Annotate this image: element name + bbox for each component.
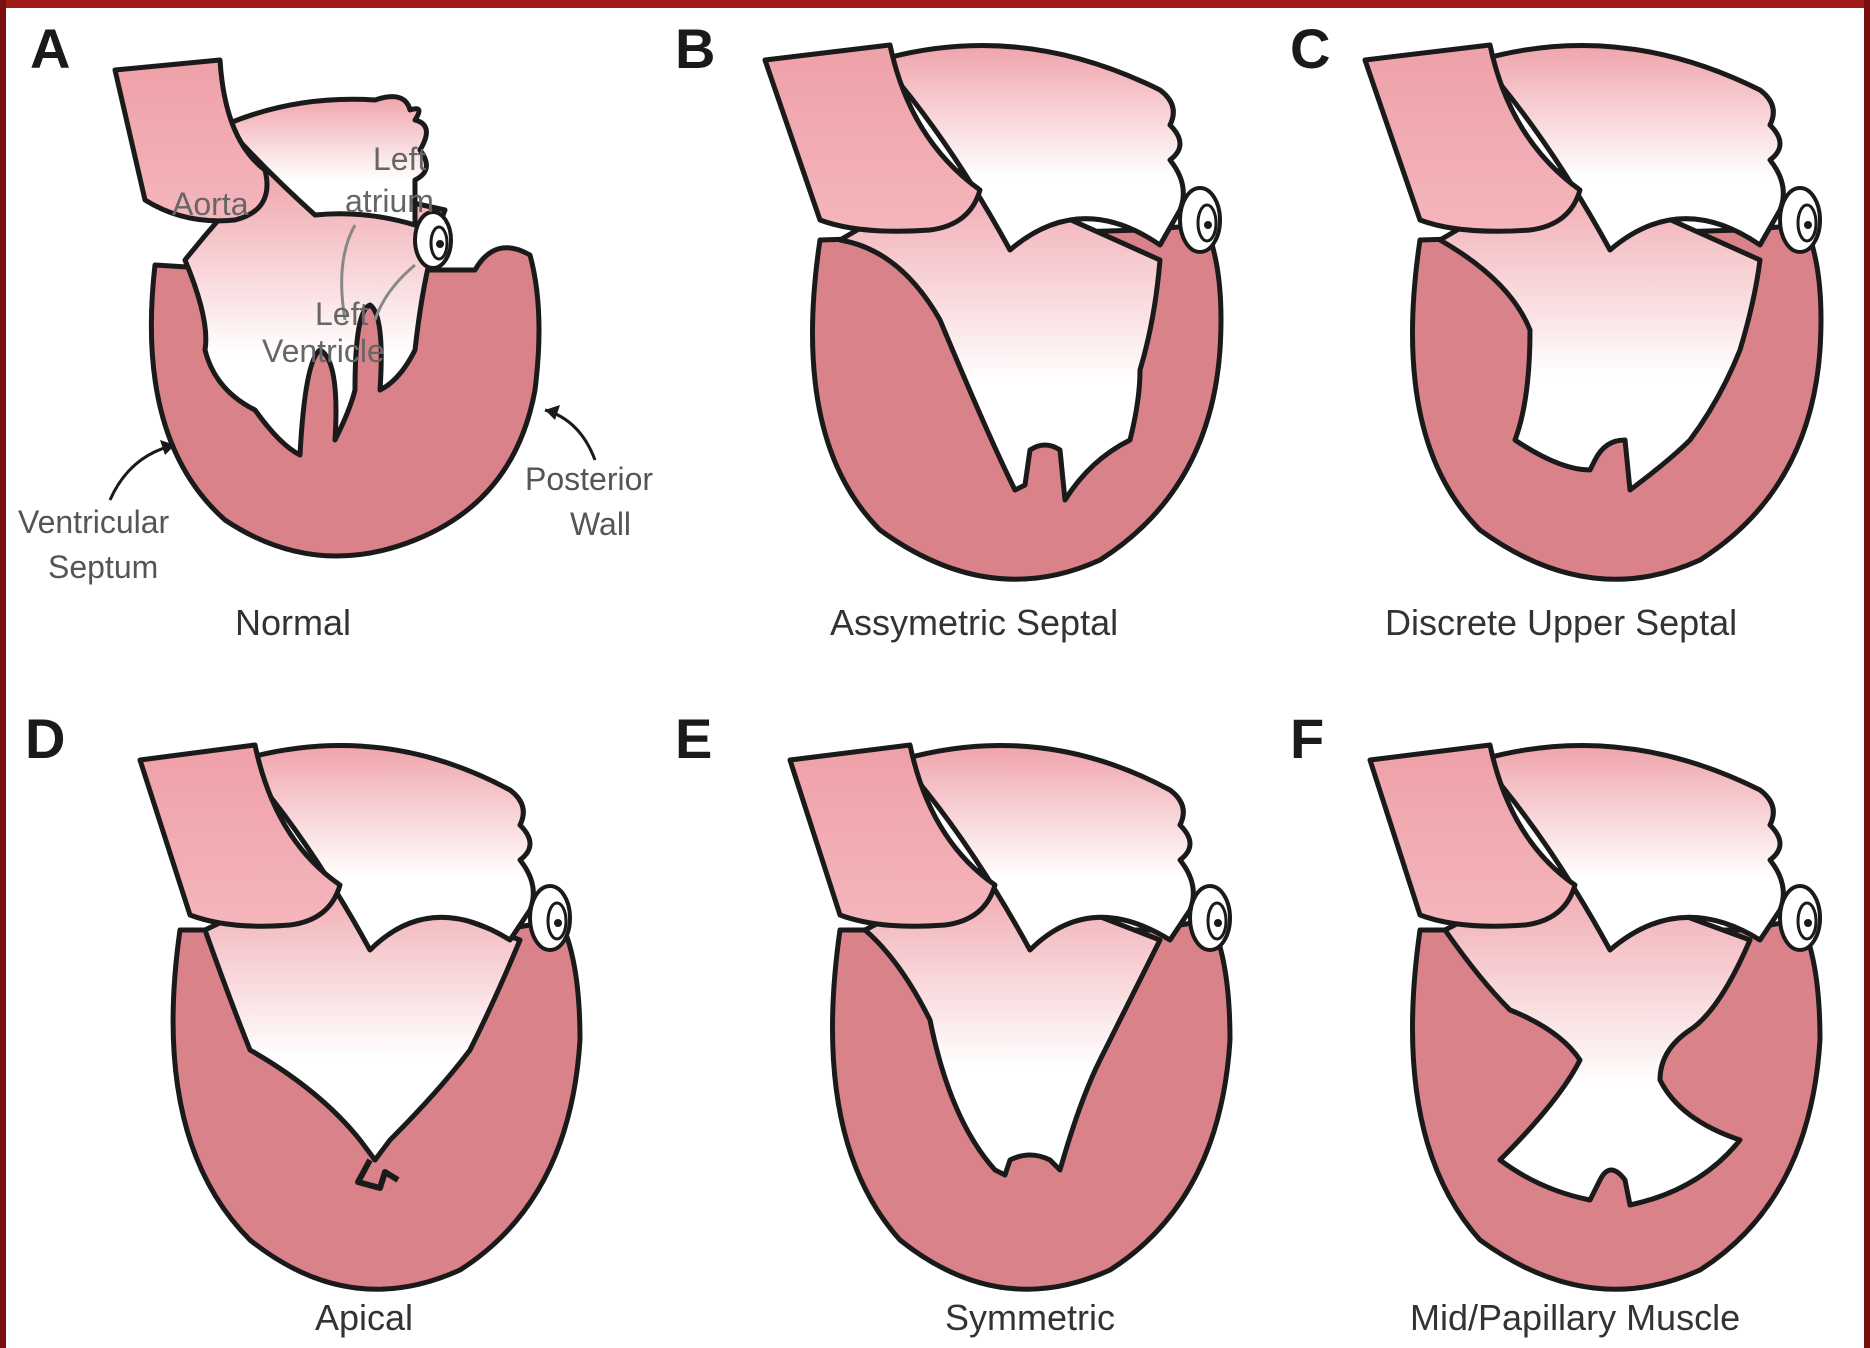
caption-d: Apical <box>315 1297 413 1338</box>
panel-f <box>1370 745 1820 1289</box>
label-left-atrium-line2: atrium <box>345 183 434 219</box>
panel-c <box>1365 45 1821 579</box>
label-posterior-wall-line2: Wall <box>570 506 631 542</box>
panel-letter-f: F <box>1290 707 1324 770</box>
panel-letter-d: D <box>25 707 65 770</box>
label-ventricular-septum-line2: Septum <box>48 549 158 585</box>
label-left-ventricle-line2: Ventricle <box>262 333 385 369</box>
panel-letter-a: A <box>30 17 70 80</box>
label-posterior-wall-line1: Posterior <box>525 461 653 497</box>
posterior-arrowhead <box>545 405 560 420</box>
label-left-atrium-line1: Left <box>373 141 426 177</box>
panel-d <box>140 745 580 1289</box>
caption-f: Mid/Papillary Muscle <box>1410 1297 1740 1338</box>
label-ventricular-septum-line1: Ventricular <box>18 504 170 540</box>
label-left-ventricle-line1: Left <box>315 296 368 332</box>
panel-e <box>790 745 1230 1289</box>
panel-letter-e: E <box>675 707 712 770</box>
caption-a: Normal <box>235 602 351 643</box>
label-aorta: Aorta <box>172 186 249 222</box>
panel-letter-b: B <box>675 17 715 80</box>
panel-letter-c: C <box>1290 17 1330 80</box>
caption-e: Symmetric <box>945 1297 1115 1338</box>
caption-b: Assymetric Septal <box>830 602 1118 643</box>
panel-b <box>765 45 1221 579</box>
caption-c: Discrete Upper Septal <box>1385 602 1737 643</box>
